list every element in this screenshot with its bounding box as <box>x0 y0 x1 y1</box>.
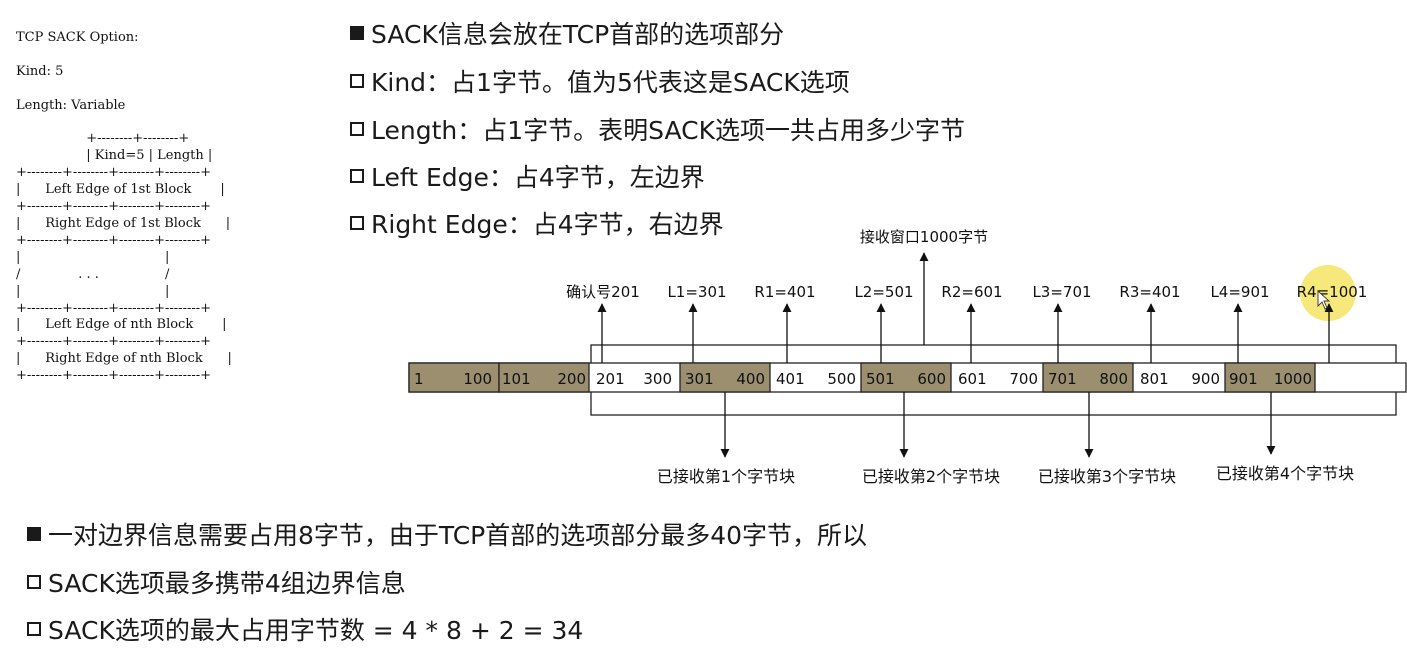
row-right-edge-1st: Right Edge of 1st Block <box>45 215 201 231</box>
top-bullet-4: Left Edge：占4字节，左边界 <box>350 158 705 194</box>
seg-end-label: 100 <box>463 370 492 388</box>
bullet-text: SACK选项的最大占用字节数 = 4 * 8 + 2 = 34 <box>48 616 584 645</box>
option-title: TCP SACK Option: <box>16 30 139 45</box>
seg-start-label: 201 <box>596 370 625 388</box>
header-kind-cell: Kind=5 <box>94 148 145 164</box>
cursor-highlight <box>1300 265 1356 321</box>
seg-end-label: 400 <box>736 370 765 388</box>
segment-1-100 <box>408 362 500 393</box>
pointer-arrows <box>597 303 1334 363</box>
option-length: Length: Variable <box>16 97 126 113</box>
row-ellipsis: . . . <box>78 266 99 282</box>
hollow-square-icon <box>350 169 364 183</box>
seg-start-label: 1 <box>414 370 424 388</box>
l2-label: L2=501 <box>854 283 913 301</box>
r3-label: R3=401 <box>1119 283 1180 301</box>
hollow-square-icon <box>27 575 41 589</box>
bullet-text: Left Edge：占4字节，左边界 <box>371 163 705 192</box>
block-arrows <box>720 392 1276 458</box>
bullet-text: Kind：占1字节。值为5代表这是SACK选项 <box>371 68 850 97</box>
block2-caption: 已接收第2个字节块 <box>862 467 1000 486</box>
block4-caption: 已接收第4个字节块 <box>1216 464 1354 483</box>
segment-901-1000 <box>1224 362 1316 393</box>
row-left-edge-nth: Left Edge of nth Block <box>45 317 194 333</box>
block3-caption: 已接收第3个字节块 <box>1038 467 1176 486</box>
seg-start-label: 301 <box>685 370 714 388</box>
bullet-text: Right Edge：占4字节，右边界 <box>371 210 724 239</box>
block1-caption: 已接收第1个字节块 <box>657 467 795 486</box>
hollow-square-icon <box>350 216 364 230</box>
segment-301-400 <box>679 362 771 393</box>
l4-label: L4=901 <box>1210 283 1269 301</box>
seg-start-label: 901 <box>1229 370 1258 388</box>
seg-start-label: 701 <box>1048 370 1077 388</box>
header-length-cell: Length <box>157 148 204 164</box>
bullet-text: 一对边界信息需要占用8字节，由于TCP首部的选项部分最多40字节，所以 <box>48 521 868 550</box>
seg-start-label: 801 <box>1140 370 1169 388</box>
bottom-bullet-1: 一对边界信息需要占用8字节，由于TCP首部的选项部分最多40字节，所以 <box>27 516 867 552</box>
segment-501-600 <box>860 362 952 393</box>
row-left-edge-1st: Left Edge of 1st Block <box>45 182 192 198</box>
sack-option-format: TCP SACK Option: Kind: 5 Length: Variabl… <box>16 30 232 384</box>
seg-start-label: 501 <box>866 370 895 388</box>
pointer-labels: 确认号201 L1=301 R1=401 L2=501 R2=601 L3=70… <box>566 283 1367 301</box>
option-kind: Kind: 5 <box>16 63 64 79</box>
segment-101-200 <box>498 362 590 393</box>
bottom-bullet-3: SACK选项的最大占用字节数 = 4 * 8 + 2 = 34 <box>27 611 583 647</box>
row-right-edge-nth: Right Edge of nth Block <box>45 351 203 367</box>
bullet-text: SACK信息会放在TCP首部的选项部分 <box>371 20 785 49</box>
hollow-square-icon <box>350 74 364 88</box>
bullet-text: Length：占1字节。表明SACK选项一共占用多少字节 <box>371 116 965 145</box>
window-label: 接收窗口1000字节 <box>860 228 988 246</box>
seg-end-label: 200 <box>557 370 586 388</box>
bullet-text: SACK选项最多携带4组边界信息 <box>48 569 406 598</box>
seg-end-label: 300 <box>643 370 672 388</box>
seg-start-label: 401 <box>776 370 805 388</box>
r2-label: R2=601 <box>941 283 1002 301</box>
l3-label: L3=701 <box>1032 283 1091 301</box>
seg-end-label: 1000 <box>1274 370 1312 388</box>
hollow-square-icon <box>350 122 364 136</box>
top-bullet-5: Right Edge：占4字节，右边界 <box>350 205 724 241</box>
top-bullet-2: Kind：占1字节。值为5代表这是SACK选项 <box>350 63 850 99</box>
l1-label: L1=301 <box>667 283 726 301</box>
seg-end-label: 900 <box>1191 370 1220 388</box>
seg-end-label: 500 <box>827 370 856 388</box>
byte-strip: 1 100 101 200 201 300 301 400 401 500 50… <box>408 362 1407 393</box>
top-bullet-3: Length：占1字节。表明SACK选项一共占用多少字节 <box>350 111 965 147</box>
seg-end-label: 600 <box>917 370 946 388</box>
filled-square-icon <box>27 527 41 541</box>
bottom-bullet-2: SACK选项最多携带4组边界信息 <box>27 564 406 600</box>
filled-square-icon <box>350 26 364 40</box>
block-captions: 已接收第1个字节块 已接收第2个字节块 已接收第3个字节块 已接收第4个字节块 <box>657 464 1354 486</box>
seg-end-label: 800 <box>1099 370 1128 388</box>
top-bullet-1: SACK信息会放在TCP首部的选项部分 <box>350 15 784 51</box>
ack-label: 确认号201 <box>566 283 640 301</box>
segment-701-800 <box>1042 362 1134 393</box>
mouse-cursor-icon <box>1317 289 1331 310</box>
seg-end-label: 700 <box>1009 370 1038 388</box>
r4-label: R4=1001 <box>1297 283 1368 301</box>
hollow-square-icon <box>27 622 41 636</box>
seg-start-label: 601 <box>958 370 987 388</box>
r1-label: R1=401 <box>754 283 815 301</box>
seg-start-label: 101 <box>502 370 531 388</box>
